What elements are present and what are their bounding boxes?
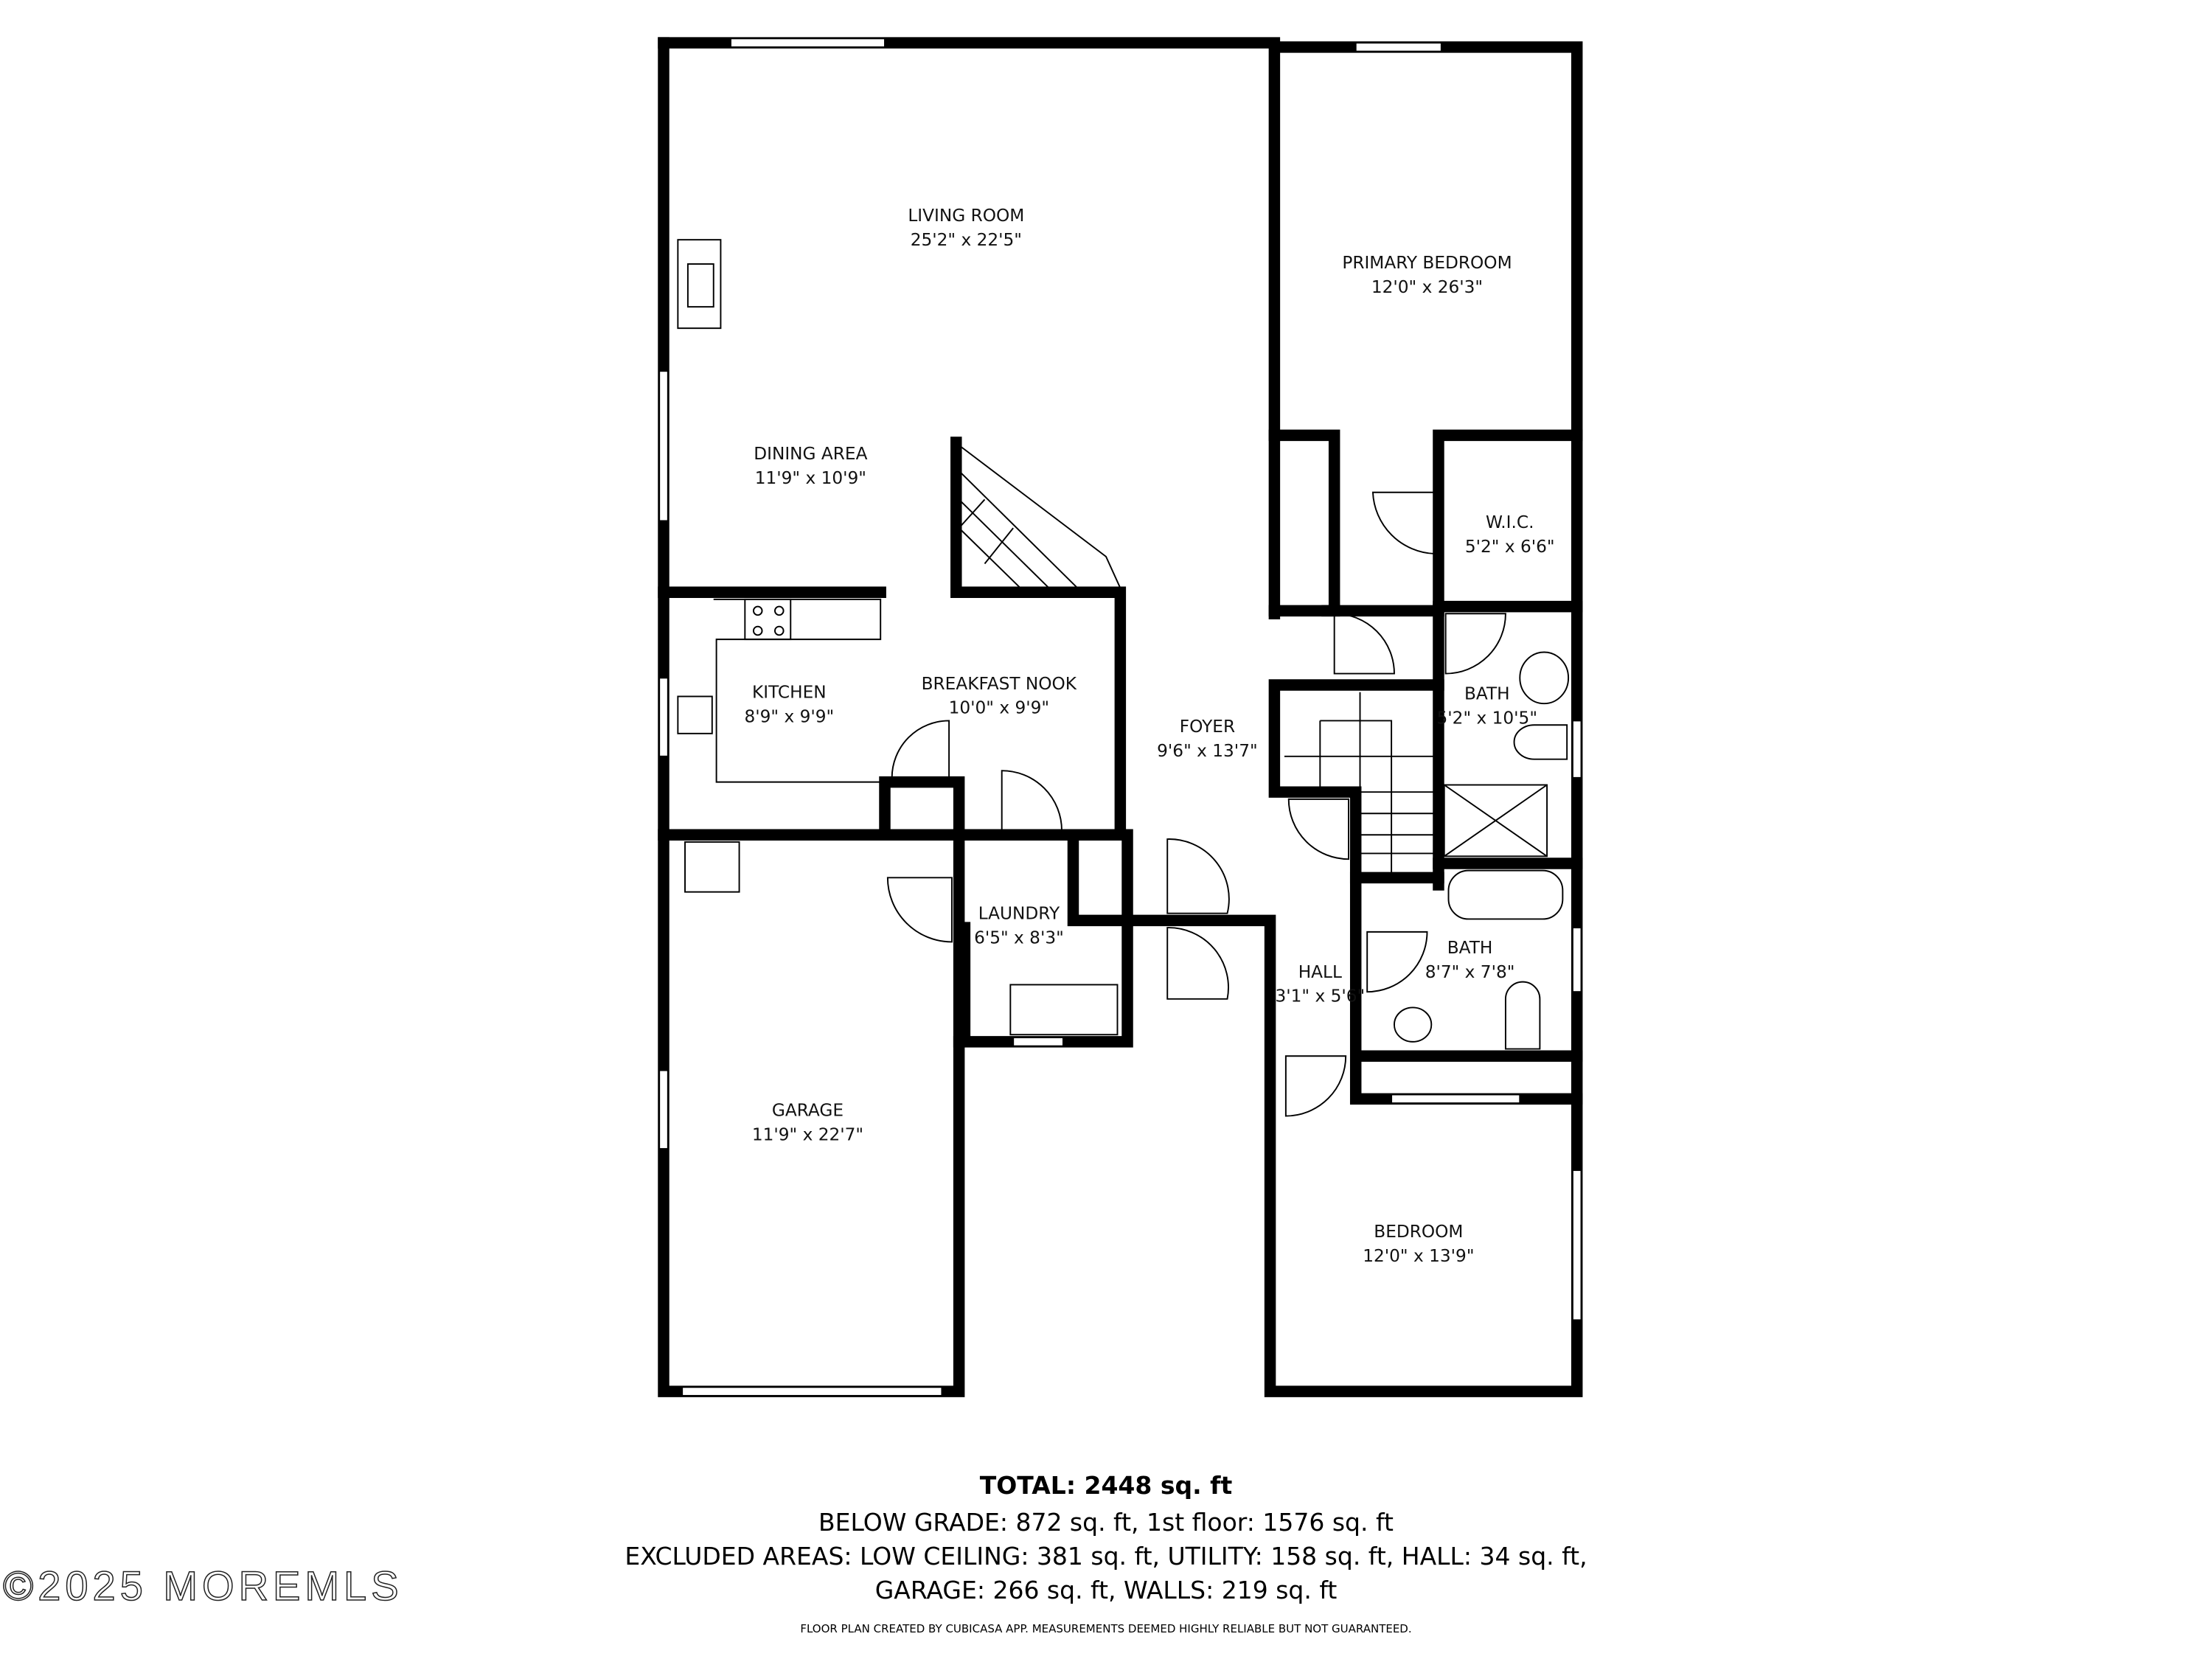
room-size: 8'9" x 9'9": [744, 706, 834, 726]
room-name: LIVING ROOM: [908, 206, 1024, 226]
disclaimer: FLOOR PLAN CREATED BY CUBICASA APP. MEAS…: [800, 1622, 1412, 1635]
room-size: 12'0" x 13'9": [1363, 1246, 1474, 1266]
room-labels: LIVING ROOM 25'2" x 22'5" PRIMARY BEDROO…: [744, 206, 1554, 1266]
excluded-areas: EXCLUDED AREAS: LOW CEILING: 381 sq. ft,…: [625, 1542, 1587, 1571]
room-name: BEDROOM: [1374, 1222, 1463, 1242]
room-name: BREAKFAST NOOK: [922, 674, 1077, 694]
room-name: DINING AREA: [754, 444, 867, 464]
room-name: GARAGE: [772, 1101, 844, 1121]
room-size: 5'2" x 10'5": [1437, 708, 1538, 728]
area-breakdown: BELOW GRADE: 872 sq. ft, 1st floor: 1576…: [818, 1508, 1394, 1537]
room-name: BATH: [1464, 684, 1510, 703]
room-size: 11'9" x 10'9": [755, 468, 866, 488]
room-size: 10'0" x 9'9": [949, 698, 1050, 718]
room-size: 25'2" x 22'5": [911, 230, 1022, 250]
room-name: BATH: [1447, 938, 1493, 958]
room-name: FOYER: [1180, 717, 1235, 737]
room-name: PRIMARY BEDROOM: [1342, 253, 1512, 273]
room-size: 12'0" x 26'3": [1371, 277, 1483, 297]
excluded-areas-cont: GARAGE: 266 sq. ft, WALLS: 219 sq. ft: [874, 1576, 1338, 1604]
total-area: TOTAL: 2448 sq. ft: [979, 1471, 1233, 1500]
fixtures: [658, 38, 1582, 1397]
room-name: HALL: [1298, 962, 1342, 982]
room-name: LAUNDRY: [978, 903, 1060, 923]
watermark: ©2025 MOREMLS: [2, 1562, 403, 1610]
walls: [658, 37, 1583, 1397]
room-size: 3'1" x 5'6": [1275, 987, 1365, 1006]
room-size: 11'9" x 22'7": [752, 1124, 863, 1144]
room-size: 6'5" x 8'3": [974, 928, 1064, 947]
room-size: 8'7" x 7'8": [1425, 962, 1515, 982]
room-size: 5'2" x 6'6": [1465, 537, 1555, 557]
room-name: W.I.C.: [1486, 512, 1534, 532]
room-name: KITCHEN: [752, 682, 827, 702]
room-size: 9'6" x 13'7": [1157, 741, 1258, 761]
